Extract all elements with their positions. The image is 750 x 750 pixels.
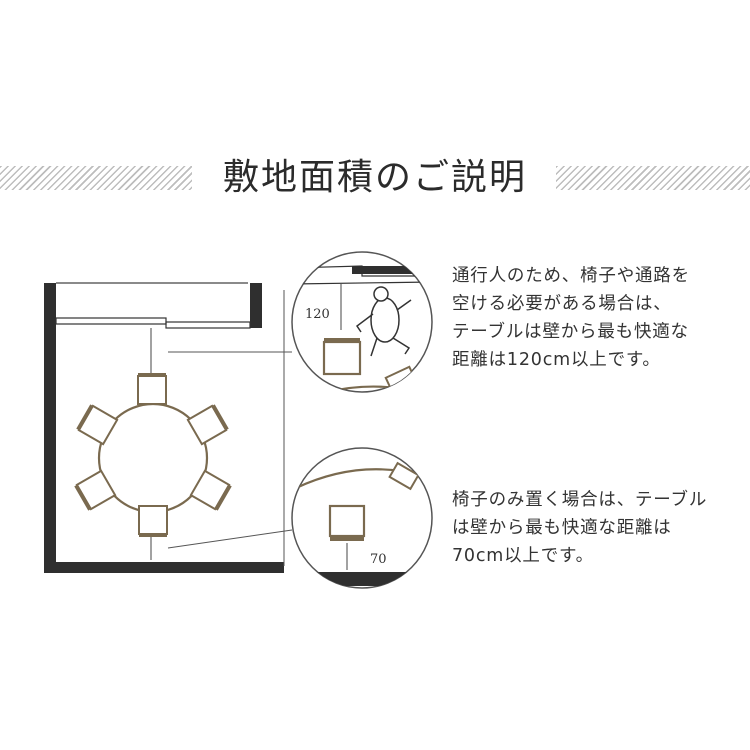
page-title: 敷地面積のご説明 [222, 157, 527, 198]
wall-right-top [250, 283, 262, 328]
wall-bottom [44, 562, 284, 573]
chair [189, 469, 232, 511]
door-left [55, 317, 167, 325]
chair [74, 469, 117, 511]
dimension-label-passage: 120 [305, 307, 330, 322]
chair [138, 505, 168, 537]
zoom-circle-chair [291, 447, 433, 589]
chair [76, 404, 119, 446]
title-hatch-left [0, 166, 192, 190]
door-right [165, 321, 251, 329]
callout-pointer-bottom [167, 529, 293, 549]
wall-left [44, 283, 56, 573]
chair [186, 404, 229, 446]
note-passage: 通行人のため、椅子や通路を 空ける必要がある場合は、 テーブルは壁から最も快適な… [452, 266, 690, 370]
dimension-label-chair: 70 [370, 552, 387, 567]
chair [137, 373, 167, 405]
zoom-circle-passage [291, 251, 433, 393]
person-icon [355, 286, 412, 357]
title-hatch-right [556, 166, 750, 190]
chairs [74, 373, 232, 537]
note-chair-only: 椅子のみ置く場合は、テーブル は壁から最も快適な距離は 70cm以上です。 [452, 490, 708, 566]
room-walls [44, 282, 285, 573]
